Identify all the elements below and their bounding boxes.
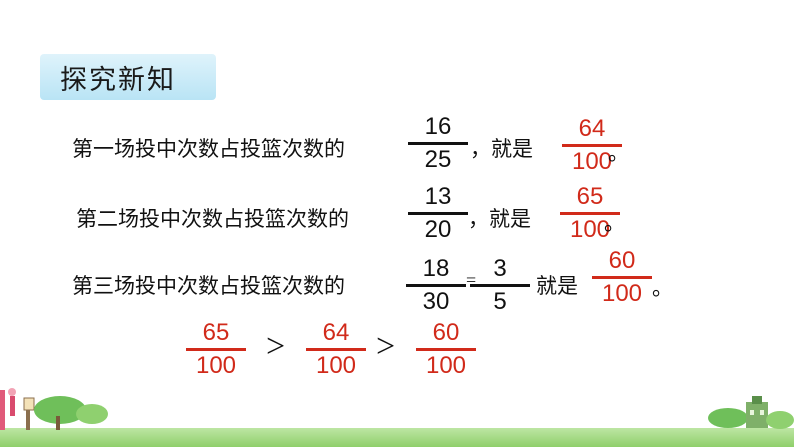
line2-frac-denominator: 20 — [424, 216, 452, 243]
fraction-bar — [408, 212, 468, 215]
line3-fraction: 18 30 — [406, 256, 466, 315]
line3-answer: 60 100 — [592, 248, 652, 307]
fraction-bar — [592, 276, 652, 279]
line2-text: 第二场投中次数占投篮次数的 — [76, 207, 349, 231]
compare-fraction-3: 60 100 — [416, 320, 476, 379]
compare-2-numerator: 64 — [322, 319, 350, 346]
compare-fraction-1: 65 100 — [186, 320, 246, 379]
right-scenery-icon — [708, 396, 794, 429]
line1-end: 。 — [608, 141, 629, 165]
compare-2-denominator: 100 — [315, 352, 357, 379]
line3-text: 第三场投中次数占投篮次数的 — [72, 274, 345, 298]
line1-text: 第一场投中次数占投篮次数的 — [72, 137, 345, 161]
title-box — [40, 54, 216, 100]
compare-3-denominator: 100 — [425, 352, 467, 379]
section-title: 探究新知 — [60, 65, 176, 96]
fraction-bar — [562, 144, 622, 147]
line3-fraction2: 3 5 — [470, 256, 530, 315]
line1-middle: ，就是 — [470, 137, 533, 161]
compare-1-numerator: 65 — [202, 319, 230, 346]
line1-frac-numerator: 16 — [424, 113, 452, 140]
line1-answer-denominator: 100 — [571, 148, 613, 175]
line2-end: 。 — [604, 211, 625, 235]
ground-band — [0, 428, 794, 447]
line3-frac-numerator: 18 — [422, 255, 450, 282]
left-scenery-icon — [0, 388, 108, 430]
fraction-bar — [306, 348, 366, 351]
line1-answer: 64 100 — [562, 116, 622, 175]
fraction-bar — [408, 142, 468, 145]
line2-frac-numerator: 13 — [424, 183, 452, 210]
line3-frac2-numerator: 3 — [493, 255, 507, 282]
fraction-bar — [470, 284, 530, 287]
line3-middle: 就是 — [536, 274, 578, 298]
line3-answer-numerator: 60 — [608, 247, 636, 274]
line1-frac-denominator: 25 — [424, 146, 452, 173]
line2-middle: ，就是 — [468, 207, 531, 231]
line3-answer-denominator: 100 — [601, 280, 643, 307]
line2-answer-numerator: 65 — [576, 183, 604, 210]
line2-answer: 65 100 — [560, 184, 620, 243]
line1-fraction: 16 25 — [408, 114, 468, 173]
fraction-bar — [560, 212, 620, 215]
line3-frac-denominator: 30 — [422, 288, 450, 315]
equals-sign: = — [466, 270, 477, 290]
line2-answer-denominator: 100 — [569, 216, 611, 243]
compare-3-numerator: 60 — [432, 319, 460, 346]
line3-end: 。 — [652, 276, 673, 300]
compare-fraction-2: 64 100 — [306, 320, 366, 379]
greater-than-2: > — [376, 328, 396, 365]
fraction-bar — [186, 348, 246, 351]
line1-answer-numerator: 64 — [578, 115, 606, 142]
line3-frac2-denominator: 5 — [493, 288, 507, 315]
greater-than-1: > — [266, 328, 286, 365]
line2-fraction: 13 20 — [408, 184, 468, 243]
compare-1-denominator: 100 — [195, 352, 237, 379]
fraction-bar — [406, 284, 466, 287]
fraction-bar — [416, 348, 476, 351]
